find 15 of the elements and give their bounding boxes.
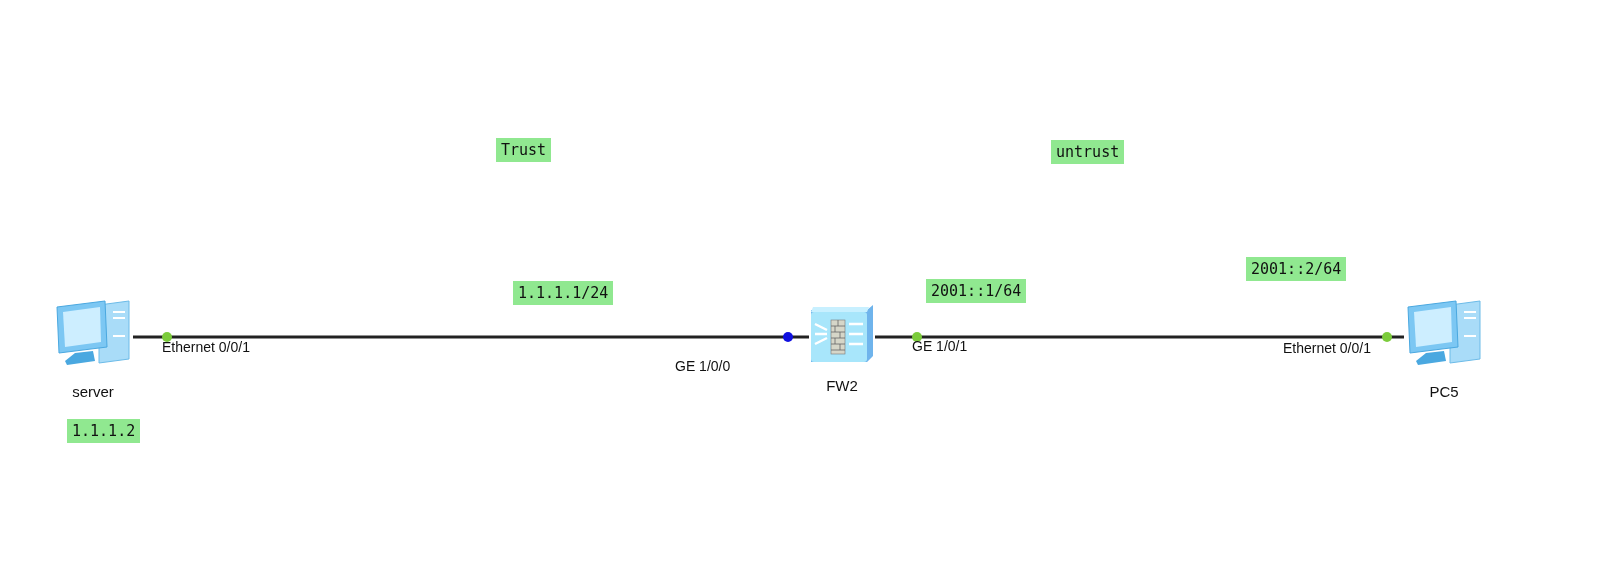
device-label: server xyxy=(72,383,114,400)
address-tag: 2001::1/64 xyxy=(926,279,1027,303)
device-label: PC5 xyxy=(1429,383,1459,400)
address-tag: 1.1.1.1/24 xyxy=(513,281,614,305)
port-label: GE 1/0/1 xyxy=(912,338,968,354)
port-label: Ethernet 0/0/1 xyxy=(1283,340,1371,356)
device-label: FW2 xyxy=(826,377,858,394)
port-label: GE 1/0/0 xyxy=(675,358,731,374)
network-link xyxy=(133,335,809,339)
address-tag: 1.1.1.2 xyxy=(67,419,141,443)
address-tag: Trust xyxy=(496,138,552,162)
port-label: Ethernet 0/0/1 xyxy=(162,339,250,355)
address-tag: untrust xyxy=(1051,140,1125,164)
address-tag: 2001::2/64 xyxy=(1246,257,1347,281)
network-link xyxy=(875,335,1404,339)
